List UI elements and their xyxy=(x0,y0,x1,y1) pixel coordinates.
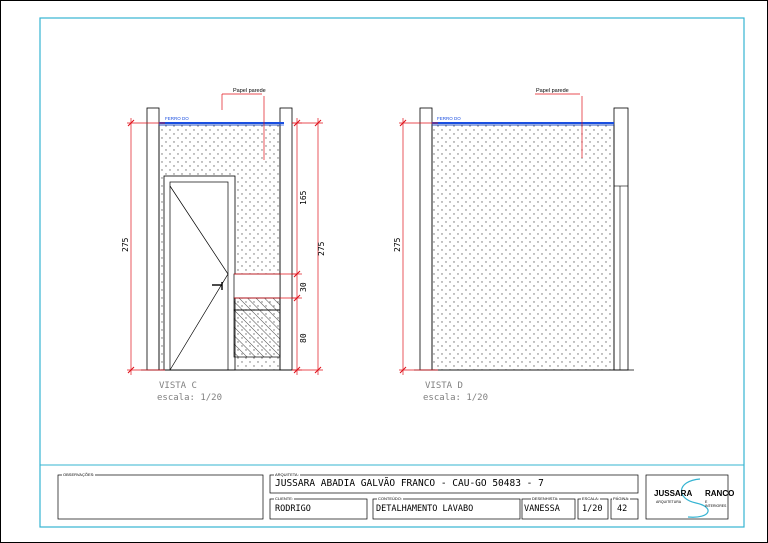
view-d-dimensions xyxy=(399,93,583,375)
pagina-value: 42 xyxy=(617,504,628,514)
logo-box xyxy=(645,474,729,520)
view-c-wallpaper-callout: Papel parede xyxy=(233,88,266,94)
escala-value: 1/20 xyxy=(582,504,603,514)
vanity-cabinet xyxy=(233,309,281,358)
logo-swash xyxy=(680,478,709,518)
view-d-ceiling-callout: FERRO DO xyxy=(437,116,461,121)
title-block xyxy=(40,464,744,520)
view-d-right-wall xyxy=(613,107,629,371)
arquiteta-box xyxy=(269,474,639,494)
door-swing xyxy=(169,185,229,371)
escala-label: ESCALA: xyxy=(581,496,600,501)
pagina-label: PÁGINA: xyxy=(612,496,631,501)
conteudo-box xyxy=(372,498,521,520)
logo-sub1: ARQUITETURA xyxy=(656,500,682,504)
logo-sub2: E INTERIORES xyxy=(705,500,727,508)
logo: JUSSARA RANCO ARQUITETURA E INTERIORES xyxy=(650,489,734,515)
view-d: 275 Papel parede FERRO DO VISTA D escala… xyxy=(393,88,634,403)
view-c: 275 165 30 80 275 Papel parede FERRO DO … xyxy=(121,88,326,403)
desenhista-label: DESENHISTA: xyxy=(531,496,560,501)
door-leaf xyxy=(169,181,229,371)
conteudo-label: CONTEÚDO: xyxy=(377,496,403,501)
conteudo-value: DETALHAMENTO LAVABO xyxy=(376,504,474,514)
view-c-title: VISTA C xyxy=(159,381,197,391)
logo-surname: RANCO xyxy=(705,489,735,498)
arquiteta-value: JUSSARA ABADIA GALVÃO FRANCO - CAU-GO 50… xyxy=(275,478,544,489)
countertop xyxy=(233,297,281,311)
view-c-height-dim: 275 xyxy=(121,237,130,252)
view-c-total-dim: 275 xyxy=(317,241,326,256)
view-c-left-wall xyxy=(146,107,160,371)
view-d-wallpaper xyxy=(431,124,615,371)
view-d-left-wall xyxy=(419,107,433,371)
arquiteta-label: ARQUITETA: xyxy=(274,472,300,477)
view-d-scale: escala: 1/20 xyxy=(423,393,488,403)
view-c-right-wall xyxy=(279,107,293,371)
drawing-frame xyxy=(39,17,745,528)
view-c-scale: escala: 1/20 xyxy=(157,393,222,403)
view-c-upper-dim: 165 xyxy=(299,190,308,205)
mirror-panel xyxy=(233,273,281,299)
view-c-lower-dim: 80 xyxy=(299,333,308,343)
observacoes-box xyxy=(57,474,264,520)
view-c-ceiling-callout: FERRO DO xyxy=(165,116,189,121)
view-d-height-dim: 275 xyxy=(393,237,402,252)
view-d-title: VISTA D xyxy=(425,381,463,391)
desenhista-value: VANESSA xyxy=(524,504,560,514)
cliente-box xyxy=(269,498,368,520)
view-d-wallpaper-callout: Papel parede xyxy=(536,88,569,94)
logo-name: JUSSARA xyxy=(654,489,693,498)
cliente-label: CLIENTE: xyxy=(274,496,295,501)
cliente-value: RODRIGO xyxy=(275,504,311,514)
observacoes-label: OBSERVAÇÕES: xyxy=(62,472,96,477)
view-c-middle-dim: 30 xyxy=(299,282,308,292)
